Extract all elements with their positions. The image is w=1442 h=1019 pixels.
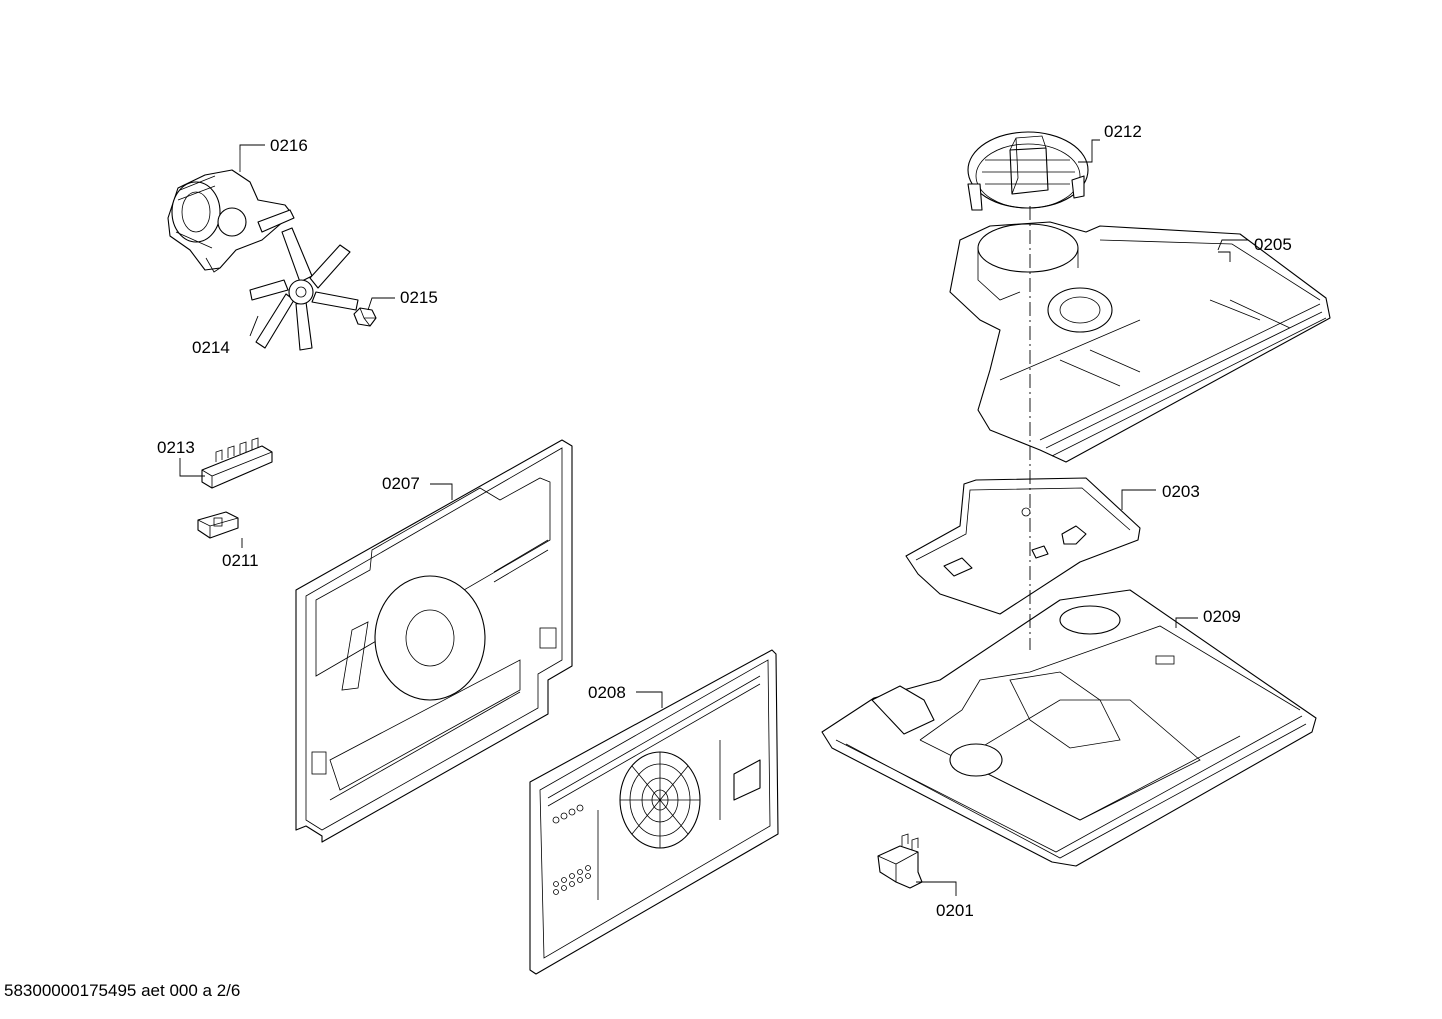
part-0216-fan-motor (167, 150, 295, 273)
label-0201: 0201 (936, 901, 974, 920)
part-0203-cover-plate (905, 477, 1141, 615)
part-0215-nut (353, 307, 377, 327)
part-0201-thermostat (877, 833, 923, 889)
part-0211-connector (197, 511, 239, 539)
label-0209: 0209 (1203, 607, 1241, 626)
part-0212-blower-fan (967, 131, 1089, 211)
label-0208: 0208 (588, 683, 626, 702)
label-0211: 0211 (222, 551, 259, 570)
part-0213-terminal-block (201, 437, 273, 489)
part-0207-rear-panel (295, 439, 573, 843)
document-id: 58300000175495 aet 000 a 2/6 (4, 981, 241, 1000)
label-0214: 0214 (192, 338, 230, 357)
label-0205: 0205 (1254, 235, 1292, 254)
part-0214-fan-impeller (249, 227, 359, 351)
label-0207: 0207 (382, 474, 420, 493)
part-0209-base-tray (821, 589, 1317, 867)
part-0208-front-panel (529, 649, 779, 975)
label-0215: 0215 (400, 288, 438, 307)
label-0212: 0212 (1104, 122, 1142, 141)
label-0203: 0203 (1162, 482, 1200, 501)
label-0213: 0213 (157, 438, 195, 457)
label-0216: 0216 (270, 136, 308, 155)
part-0205-fan-housing (949, 221, 1331, 463)
